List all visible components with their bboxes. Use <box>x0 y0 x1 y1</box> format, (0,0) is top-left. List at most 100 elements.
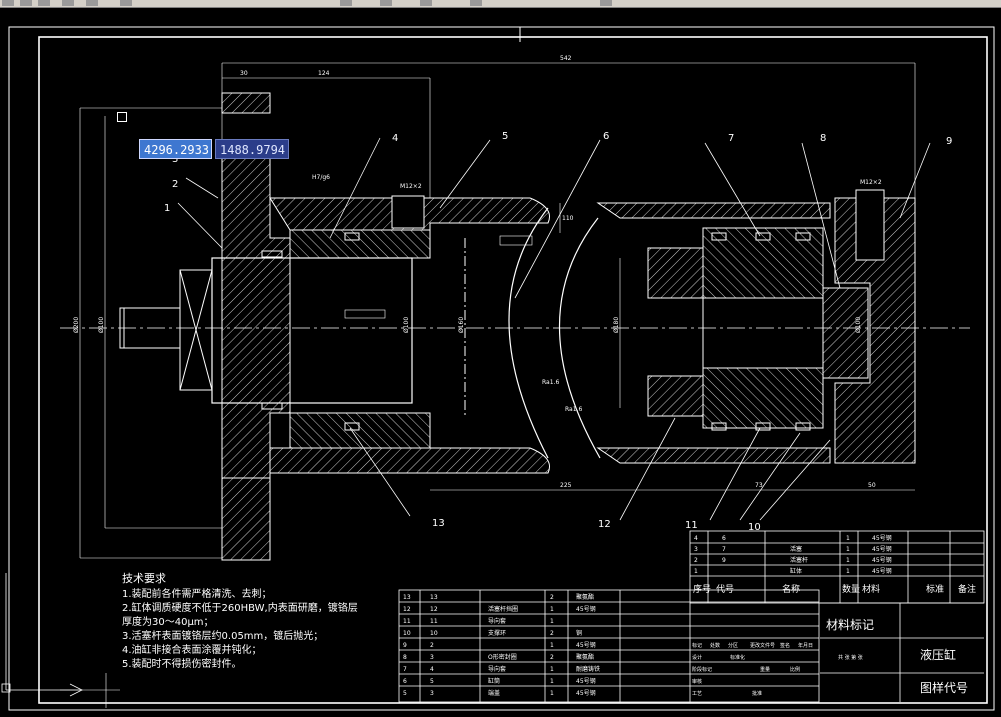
svg-text:2: 2 <box>550 594 554 601</box>
svg-text:10: 10 <box>403 630 411 637</box>
svg-text:542: 542 <box>560 55 572 62</box>
svg-text:1: 1 <box>550 678 554 685</box>
svg-text:50: 50 <box>868 482 876 489</box>
svg-text:73: 73 <box>755 482 763 489</box>
svg-text:Ø100: Ø100 <box>403 317 410 333</box>
svg-text:12: 12 <box>403 606 411 613</box>
svg-text:活塞: 活塞 <box>790 545 802 553</box>
svg-text:聚氨酯: 聚氨酯 <box>576 593 594 601</box>
balloon-5: 5 <box>502 131 508 142</box>
balloon-6: 6 <box>603 131 609 142</box>
inner-border <box>38 36 988 704</box>
tolerance-frame <box>499 235 533 246</box>
svg-text:1: 1 <box>846 568 850 575</box>
tolerance-frame <box>344 309 386 319</box>
cad-drawing: 3 2 1 4 5 6 7 8 9 10 11 12 13 542 30 124… <box>1 26 995 711</box>
svg-text:45号钢: 45号钢 <box>872 534 892 542</box>
svg-text:124: 124 <box>318 70 330 77</box>
svg-text:6: 6 <box>722 535 726 542</box>
toolbar-button[interactable] <box>120 0 132 6</box>
piston-lower <box>702 367 824 429</box>
svg-text:30: 30 <box>240 70 248 77</box>
svg-text:45号钢: 45号钢 <box>872 545 892 553</box>
part-name: 液压缸 <box>920 647 956 662</box>
svg-text:活塞杆挡圈: 活塞杆挡圈 <box>488 605 518 613</box>
svg-text:标记: 标记 <box>692 642 702 649</box>
svg-text:10: 10 <box>430 630 438 637</box>
piston-nut <box>822 287 869 379</box>
svg-text:Ra1.6: Ra1.6 <box>542 379 559 386</box>
barrel-right-lower <box>596 447 831 464</box>
balloon-12: 12 <box>598 519 611 530</box>
svg-text:1: 1 <box>846 546 850 553</box>
svg-text:4: 4 <box>694 535 698 542</box>
svg-text:导向套: 导向套 <box>488 617 506 625</box>
svg-text:13: 13 <box>430 594 438 601</box>
oil-port-plug-right <box>855 189 885 261</box>
svg-text:225: 225 <box>560 482 572 489</box>
svg-text:标准: 标准 <box>926 583 944 595</box>
barrel-right-upper <box>596 202 831 219</box>
title-block-labels: 标记 处数 分区 更改文件号 签名 年月日 设计 标准化 阶段标记 重量 比例 … <box>692 642 863 697</box>
oil-port-plug-left <box>391 195 425 229</box>
svg-text:支撑环: 支撑环 <box>488 629 506 637</box>
coordinate-input-y[interactable]: 1488.9794 <box>215 139 289 159</box>
toolbar-button[interactable] <box>470 0 482 6</box>
piston-upper <box>702 227 824 299</box>
svg-text:Ø200: Ø200 <box>73 317 80 333</box>
svg-text:3: 3 <box>694 546 698 553</box>
svg-text:备注: 备注 <box>958 583 976 595</box>
drawing-canvas[interactable]: 3 2 1 4 5 6 7 8 9 10 11 12 13 542 30 124… <box>0 8 1001 717</box>
svg-text:11: 11 <box>430 618 438 625</box>
svg-text:Ø100: Ø100 <box>98 317 105 333</box>
balloon-1: 1 <box>164 203 170 214</box>
svg-text:1: 1 <box>694 568 698 575</box>
svg-text:8: 8 <box>403 654 407 661</box>
svg-text:耐磨铸铁: 耐磨铸铁 <box>576 665 600 673</box>
svg-text:2: 2 <box>550 654 554 661</box>
svg-text:4: 4 <box>430 666 434 673</box>
svg-text:5: 5 <box>430 678 434 685</box>
toolbar-button[interactable] <box>600 0 612 6</box>
svg-text:11: 11 <box>403 618 411 625</box>
toolbar-button[interactable] <box>380 0 392 6</box>
toolbar-button[interactable] <box>2 0 14 6</box>
balloon-labels: 3 2 1 4 5 6 7 8 9 10 11 12 13 <box>164 131 952 533</box>
svg-text:9: 9 <box>722 557 726 564</box>
svg-text:Ra1.6: Ra1.6 <box>565 406 582 413</box>
toolbar-button[interactable] <box>340 0 352 6</box>
svg-text:1: 1 <box>550 642 554 649</box>
coordinate-input-x[interactable]: 4296.2933 <box>139 139 212 159</box>
balloon-4: 4 <box>392 133 398 144</box>
svg-text:年月日: 年月日 <box>798 642 813 649</box>
svg-text:M12×2: M12×2 <box>860 179 882 186</box>
toolbar-button[interactable] <box>62 0 74 6</box>
svg-text:13: 13 <box>403 594 411 601</box>
ucs-icon <box>1 573 83 697</box>
svg-text:导向套: 导向套 <box>488 665 506 673</box>
svg-text:9: 9 <box>403 642 407 649</box>
leader-lines <box>177 137 931 521</box>
svg-text:1: 1 <box>550 618 554 625</box>
svg-text:1: 1 <box>550 690 554 697</box>
svg-text:批准: 批准 <box>752 690 762 697</box>
toolbar-button[interactable] <box>420 0 432 6</box>
tech-item: 3.活塞杆表面镀铬层约0.05mm，镀后抛光； <box>122 631 324 642</box>
balloon-3: 3 <box>172 154 178 165</box>
toolbar-button[interactable] <box>38 0 50 6</box>
svg-text:序号: 序号 <box>693 583 711 595</box>
svg-text:M12×2: M12×2 <box>400 183 422 190</box>
dimension-texts: 542 30 124 225 73 50 M12×2 M12×2 H7/g6 1… <box>73 55 882 489</box>
svg-text:分区: 分区 <box>728 642 738 649</box>
toolbar-button[interactable] <box>86 0 98 6</box>
svg-text:110: 110 <box>562 215 574 222</box>
svg-text:O形密封圈: O形密封圈 <box>488 653 517 661</box>
svg-text:标准化: 标准化 <box>730 654 745 661</box>
svg-text:12: 12 <box>430 606 438 613</box>
toolbar-button[interactable] <box>20 0 32 6</box>
break-line-1 <box>508 207 549 459</box>
svg-text:1: 1 <box>846 535 850 542</box>
svg-text:名称: 名称 <box>782 583 800 595</box>
tech-item: 2.缸体调质硬度不低于260HBW,内表面研磨，镀铬层 <box>122 603 358 614</box>
svg-text:7: 7 <box>403 666 407 673</box>
